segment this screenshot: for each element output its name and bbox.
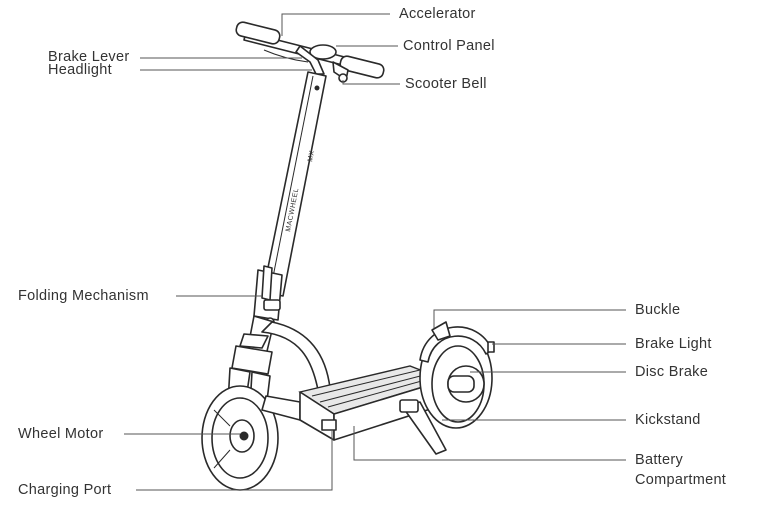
label-disc-brake: Disc Brake bbox=[635, 364, 709, 380]
label-headlight: Headlight bbox=[48, 62, 112, 78]
stem-model: MX bbox=[307, 150, 316, 163]
label-brake-lever: Brake Lever bbox=[48, 49, 130, 65]
leader-lines bbox=[124, 13, 626, 491]
label-battery-line1: Battery bbox=[635, 452, 684, 468]
label-kickstand: Kickstand bbox=[635, 412, 701, 428]
front-wheel bbox=[201, 385, 279, 491]
label-buckle: Buckle bbox=[635, 302, 681, 318]
charging-port-hatch bbox=[321, 419, 337, 431]
label-folding-mechanism: Folding Mechanism bbox=[18, 288, 149, 304]
label-charging-port: Charging Port bbox=[18, 482, 112, 498]
label-accelerator: Accelerator bbox=[399, 6, 476, 22]
rear-fender bbox=[419, 321, 495, 363]
label-brake-light: Brake Light bbox=[635, 336, 712, 352]
label-control-panel: Control Panel bbox=[403, 38, 495, 54]
deck bbox=[298, 365, 449, 441]
kickstand bbox=[399, 399, 447, 455]
label-wheel-motor: Wheel Motor bbox=[18, 426, 104, 442]
label-battery-line2: Compartment bbox=[635, 472, 727, 488]
label-scooter-bell: Scooter Bell bbox=[405, 76, 487, 92]
rear-wheel bbox=[419, 327, 493, 429]
stem: MACWHEEL MX bbox=[262, 71, 327, 297]
